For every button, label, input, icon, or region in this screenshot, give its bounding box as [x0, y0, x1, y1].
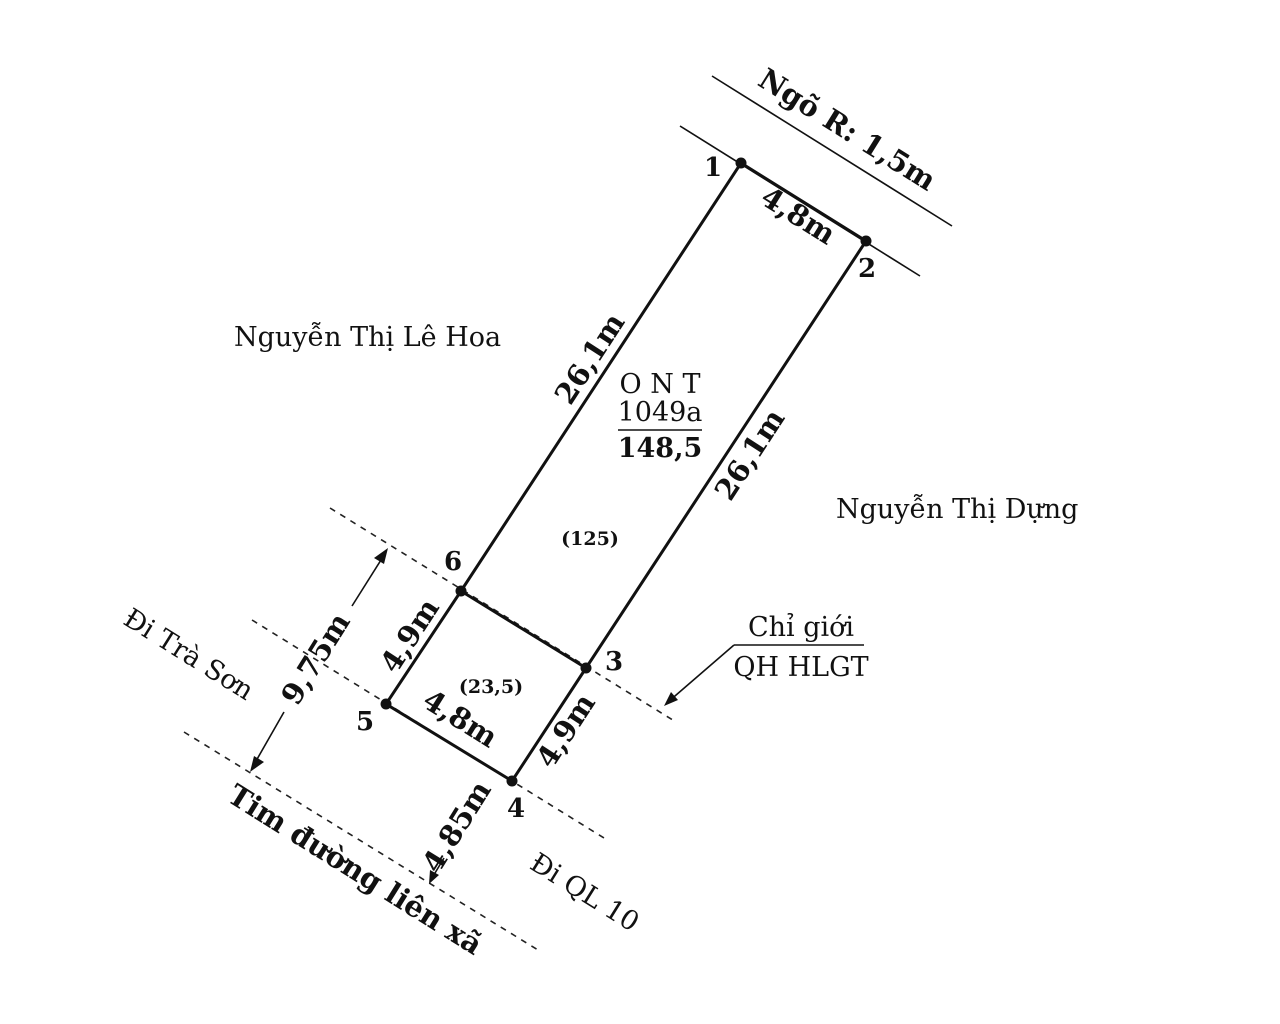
area-setback-label: (23,5): [459, 676, 523, 698]
alley-label: Ngõ R: 1,5m: [753, 62, 943, 198]
vertex-6: [455, 585, 467, 597]
vertex-label-1: 1: [704, 153, 722, 183]
vertex-1: [735, 157, 747, 169]
setback-boundary-6-3: [460, 589, 587, 670]
centerline-dashed-line: [183, 731, 539, 951]
direction-tra-son-label: Đi Trà Sơn: [118, 603, 259, 707]
setback-dashed-line: [329, 507, 677, 723]
dim-edge-6-5: 4,9m: [373, 592, 446, 679]
setback-line-label-1: Chỉ giới: [748, 612, 854, 643]
neighbor-right-label: Nguyễn Thị Dựng: [836, 493, 1078, 525]
dim-setback-total: 9,75m: [274, 606, 357, 710]
vertex-3: [580, 662, 592, 674]
alley-line-outer: [711, 75, 953, 227]
setback-arrow-down: [250, 756, 264, 772]
vertex-2: [860, 235, 872, 247]
vertex-label-6: 6: [444, 547, 462, 577]
vertex-label-5: 5: [356, 707, 374, 737]
land-type-label: O N T: [620, 369, 701, 400]
neighbor-left-label: Nguyễn Thị Lê Hoa: [234, 321, 501, 353]
vertex-5: [380, 698, 392, 710]
vertex-label-2: 2: [858, 254, 876, 284]
dim-edge-1-2: 4,8m: [755, 180, 842, 252]
setback-callout-arrow: [664, 692, 678, 706]
centerline-arrow-down: [429, 870, 439, 884]
parcel-area-label: 148,5: [618, 433, 703, 464]
vertex-4: [506, 775, 518, 787]
direction-ql10-label: Đi QL 10: [525, 847, 645, 938]
vertex-label-3: 3: [605, 647, 623, 677]
vertex-label-4: 4: [507, 794, 525, 824]
setback-line-label-2: QH HLGT: [733, 652, 868, 683]
dim-to-centerline: 4,85m: [415, 774, 498, 878]
parcel-number-label: 1049a: [618, 397, 703, 428]
setback-callout-leader: [667, 644, 735, 703]
area-main-label: (125): [561, 528, 619, 550]
dim-edge-3-4: 4,9m: [529, 687, 602, 774]
setback-arrow-up: [374, 548, 388, 564]
